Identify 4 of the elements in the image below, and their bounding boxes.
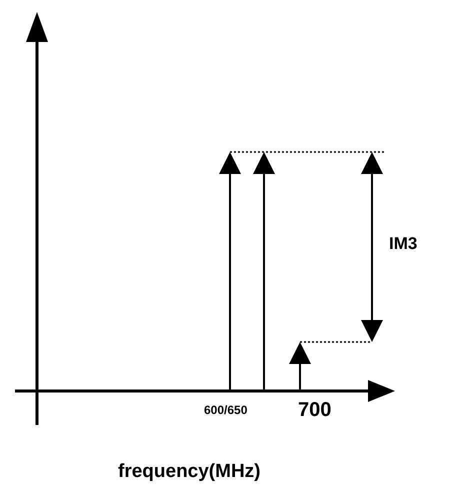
- measure-label: IM3: [389, 235, 418, 252]
- axis-title: frequency(MHz): [118, 462, 261, 481]
- tick-label: 700: [298, 400, 332, 420]
- tick-label: 600/650: [204, 404, 248, 416]
